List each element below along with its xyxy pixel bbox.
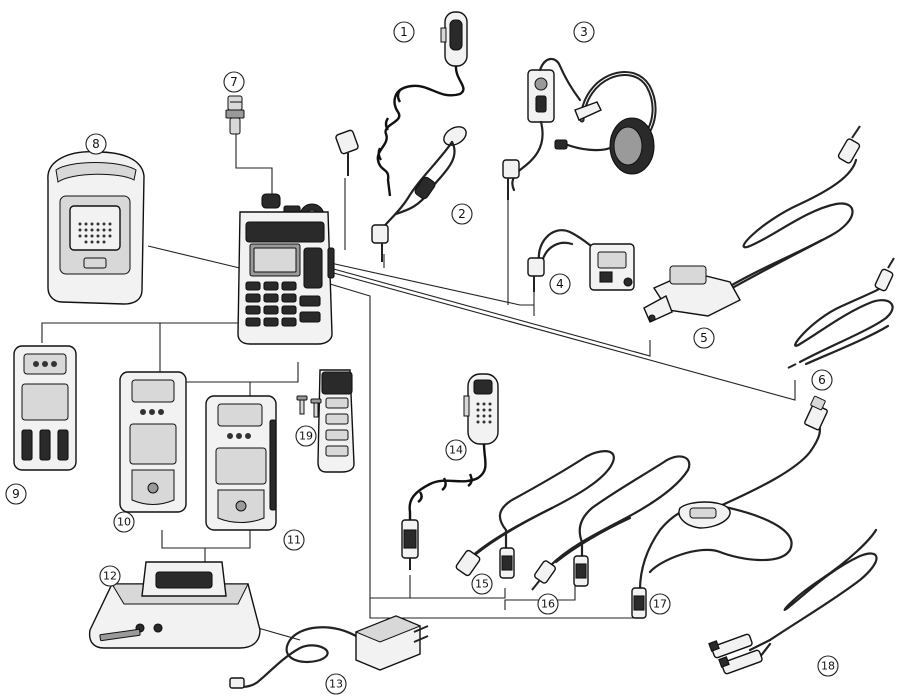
callout-16: 16 <box>538 594 558 614</box>
headset <box>503 59 654 200</box>
battery-pack-9 <box>14 346 76 470</box>
callout-12-label: 12 <box>103 570 117 583</box>
callout-18: 18 <box>818 656 838 676</box>
callout-17: 17 <box>650 594 670 614</box>
callout-18-label: 18 <box>821 660 835 673</box>
callout-16-label: 16 <box>541 598 555 611</box>
callout-8: 8 <box>86 134 106 154</box>
car-power-cable <box>644 126 861 322</box>
belt-clip <box>318 370 354 472</box>
callout-13-label: 13 <box>329 678 343 691</box>
callout-10-label: 10 <box>117 516 131 529</box>
callout-6-label: 6 <box>818 373 826 387</box>
callout-19: 19 <box>296 426 316 446</box>
battery-pack-11 <box>206 396 276 530</box>
callout-2: 2 <box>452 204 472 224</box>
handheld-radio <box>238 194 334 344</box>
callout-17-label: 17 <box>653 598 667 611</box>
callout-2-label: 2 <box>458 207 466 221</box>
headset-adapter <box>528 230 634 292</box>
callout-4: 4 <box>550 274 570 294</box>
callout-11: 11 <box>284 530 304 550</box>
callout-5-label: 5 <box>700 331 708 345</box>
callout-7: 7 <box>224 72 244 92</box>
usb-cable-17 <box>632 396 828 618</box>
callout-3: 3 <box>574 22 594 42</box>
soft-case <box>48 152 144 304</box>
screws <box>297 396 321 417</box>
y-cable-18 <box>709 530 877 674</box>
callout-15: 15 <box>472 574 492 594</box>
callout-10: 10 <box>114 512 134 532</box>
callout-9-label: 9 <box>12 487 20 501</box>
battery-pack-10 <box>120 372 186 512</box>
cable-15 <box>455 451 614 578</box>
speaker-microphone-waterproof <box>402 374 498 570</box>
callout-9: 9 <box>6 484 26 504</box>
earpiece-microphone <box>372 123 469 262</box>
dc-cable <box>788 258 894 368</box>
antenna-adapter <box>226 96 244 134</box>
callout-5: 5 <box>694 328 714 348</box>
callout-12: 12 <box>100 566 120 586</box>
callout-1: 1 <box>394 22 414 42</box>
callout-14: 14 <box>446 440 466 460</box>
callout-6: 6 <box>812 370 832 390</box>
callout-14-label: 14 <box>449 444 463 457</box>
callout-8-label: 8 <box>92 137 100 151</box>
callout-7-label: 7 <box>230 75 238 89</box>
callout-15-label: 15 <box>475 578 489 591</box>
callout-19-label: 19 <box>299 430 313 443</box>
callout-3-label: 3 <box>580 25 588 39</box>
callout-13: 13 <box>326 674 346 694</box>
callout-1-label: 1 <box>400 25 408 39</box>
callout-4-label: 4 <box>556 277 564 291</box>
callout-11-label: 11 <box>287 534 301 547</box>
